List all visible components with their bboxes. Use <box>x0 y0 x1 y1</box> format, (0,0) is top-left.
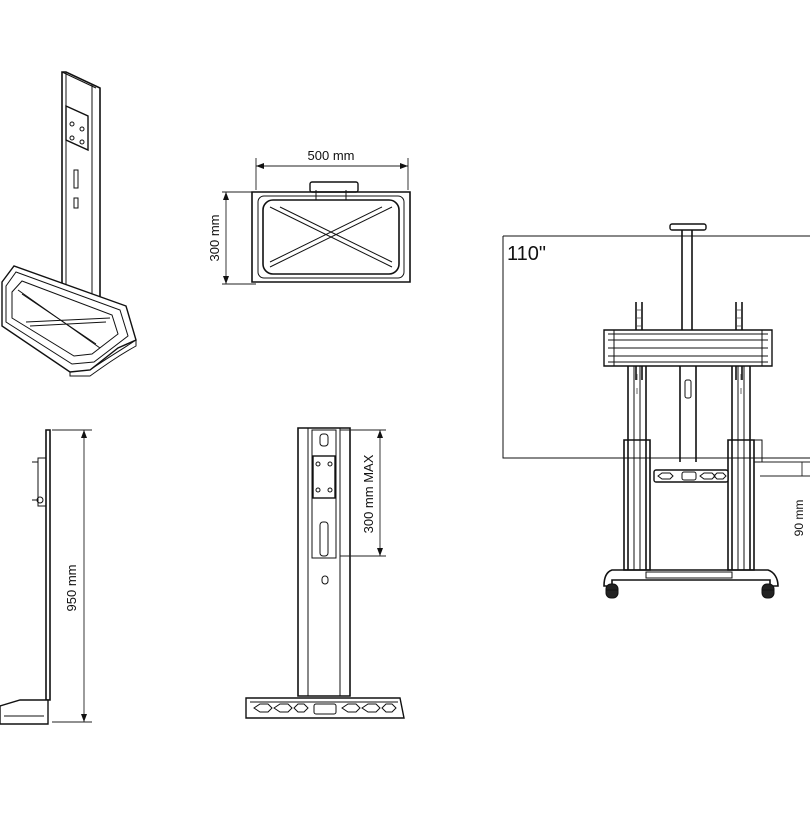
shelf-offset-label: 90 mm <box>792 500 806 537</box>
isometric-view <box>1 71 137 377</box>
top-view: 500 mm 300 mm <box>207 148 411 285</box>
screen-size-label: 110" <box>507 243 546 265</box>
tray-depth-label: 300 mm <box>207 215 222 262</box>
tv-stand-view: 110" 90 mm <box>502 223 810 599</box>
height-label: 950 mm <box>64 565 79 612</box>
side-view: 950 mm <box>0 429 92 725</box>
tray-width-label: 500 mm <box>308 148 355 163</box>
front-view: 300 mm MAX <box>245 427 405 719</box>
vesa-max-label: 300 mm MAX <box>361 454 376 533</box>
